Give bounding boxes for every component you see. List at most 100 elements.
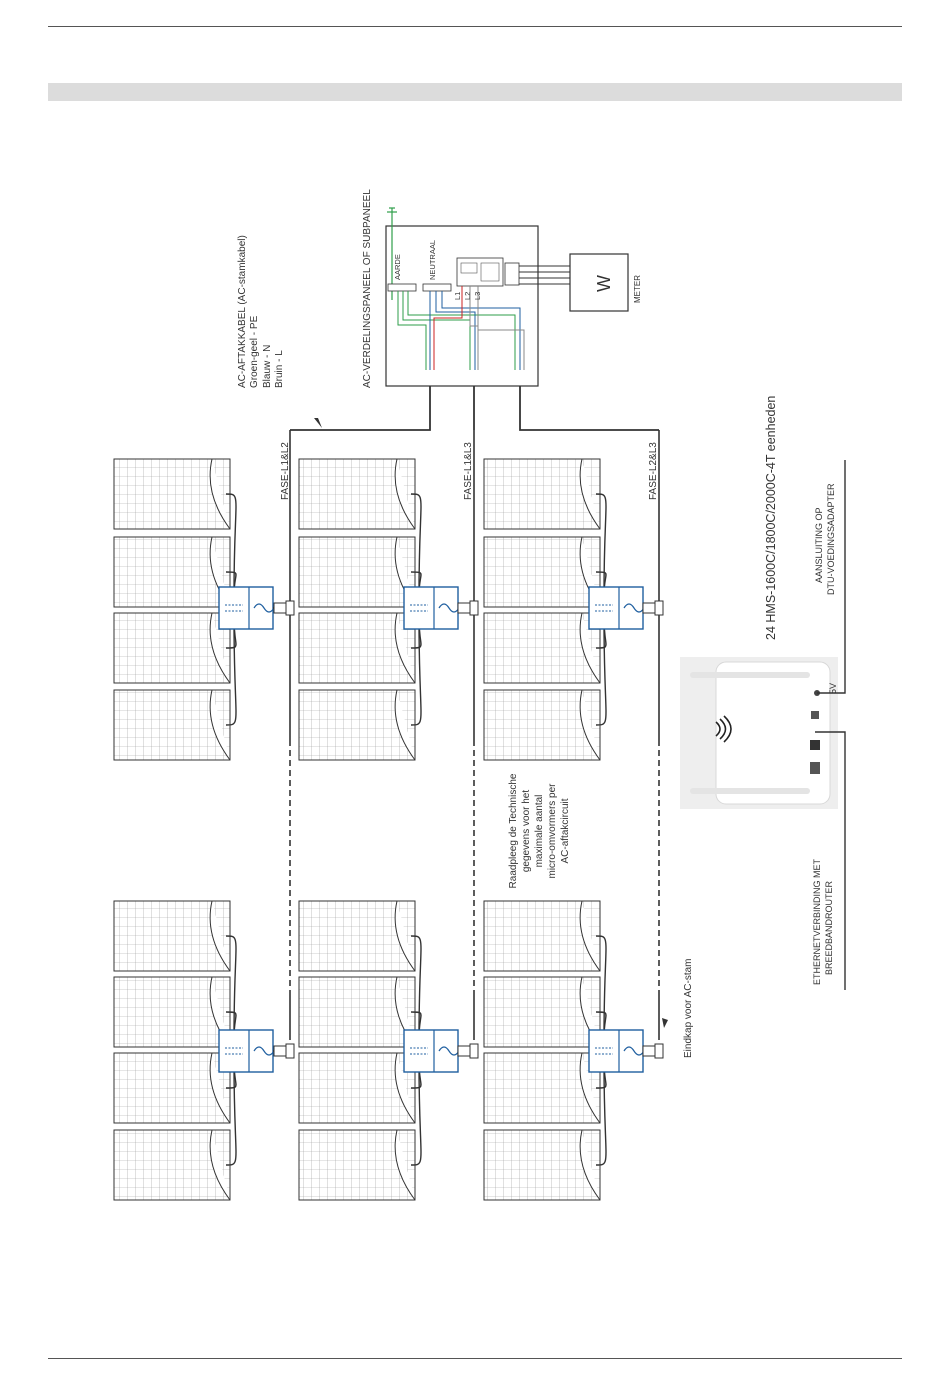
- trunk-connector: [285, 600, 295, 616]
- consult-label-3: maximale aantal: [534, 795, 545, 868]
- ac-cable-arrow: [314, 418, 322, 428]
- units-title: 24 HMS-1600C/1800C/2000C-4T eenheden: [764, 396, 778, 640]
- ac-home-run-cable: [519, 386, 659, 431]
- module-cable-loop: [394, 1129, 416, 1201]
- dtu-device: [680, 460, 846, 990]
- microinverter: [218, 1029, 274, 1073]
- dc-cable: [410, 618, 422, 726]
- end-cap-arrow: [662, 1018, 668, 1028]
- ac-connector: [642, 1045, 656, 1057]
- dc-cable: [410, 1061, 422, 1166]
- earth-label: AARDE: [393, 254, 402, 280]
- ac-connector: [457, 1045, 471, 1057]
- dc-cable: [595, 493, 607, 596]
- solar-modules: [113, 458, 601, 1201]
- dc-cable: [595, 1061, 607, 1166]
- l1-label: L1: [453, 292, 462, 300]
- l3-label: L3: [473, 292, 482, 300]
- solar-module: [113, 1129, 231, 1201]
- module-cable-loop: [394, 1052, 416, 1124]
- dc-cable: [410, 493, 422, 596]
- ac-cable-pe: Groen-geel - PE: [249, 315, 260, 388]
- neutral-bar: [422, 283, 452, 292]
- trunk-connector: [469, 1043, 479, 1059]
- ac-cable-l: Bruin - L: [274, 350, 285, 388]
- ac-distribution-panel: [385, 207, 570, 387]
- labels: AC-AFTAKKABEL (AC-stamkabel) Groen-geel …: [237, 189, 838, 1058]
- module-cable-loop: [209, 1129, 231, 1201]
- meter-symbol: W: [594, 275, 614, 292]
- ac-symbol: [438, 1046, 460, 1056]
- dc-symbol: [410, 1047, 428, 1055]
- ac-connector: [642, 602, 656, 614]
- meter-label: METER: [633, 275, 642, 303]
- ac-cable-n: Blauw - N: [262, 345, 273, 388]
- dc-symbol: [410, 604, 428, 612]
- dtu-power-label-1: AANSLUITING OP: [814, 507, 824, 583]
- neutral-label: NEUTRAAL: [428, 240, 437, 280]
- ethernet-label-2: BREEDBANDROUTER: [824, 880, 834, 975]
- panel-title: AC-VERDELINGSPANEEL OF SUBPANEEL: [362, 189, 373, 388]
- module-cable-loop: [394, 612, 416, 684]
- microinverter: [588, 586, 644, 630]
- phase-label-3: FASE-L2&L3: [648, 442, 659, 500]
- microinverter: [403, 586, 459, 630]
- module-cable-loop: [579, 689, 601, 761]
- dtu-ethernet-port: [810, 740, 820, 750]
- module-cable-loop: [209, 689, 231, 761]
- dc-cable: [225, 935, 237, 1039]
- trunk-connector: [654, 600, 664, 616]
- dc-cable: [595, 935, 607, 1039]
- l2-label: L2: [463, 292, 472, 300]
- ac-symbol: [623, 603, 645, 613]
- dc-symbol: [225, 604, 243, 612]
- ac-cable-title: AC-AFTAKKABEL (AC-stamkabel): [237, 235, 248, 388]
- dc-symbol: [595, 1047, 613, 1055]
- consult-label-1: Raadpleeg de Technische: [508, 773, 519, 888]
- ac-trunk-cables: [289, 386, 660, 1040]
- bottom-rule: [48, 1358, 902, 1359]
- ethernet-label-1: ETHERNETVERBINDING MET: [812, 858, 822, 985]
- end-cap-label: Eindkap voor AC-stam: [683, 959, 694, 1059]
- microinverter: [218, 586, 274, 630]
- ac-symbol: [253, 1046, 275, 1056]
- section-band: [48, 83, 902, 101]
- ac-connector: [273, 1045, 287, 1057]
- solar-module: [298, 458, 416, 530]
- module-cable-loop: [209, 900, 231, 972]
- module-cable-loop: [579, 612, 601, 684]
- dc-cable: [225, 1061, 237, 1166]
- voltage-label: 5V: [828, 683, 838, 694]
- microinverter: [403, 1029, 459, 1073]
- dc-cable: [595, 618, 607, 726]
- dc-cable: [225, 618, 237, 726]
- phase-label-1: FASE-L1&L2: [280, 442, 291, 500]
- consult-label-4: micro-omvormers per: [547, 783, 558, 879]
- ac-symbol: [438, 603, 460, 613]
- solar-module: [113, 612, 231, 684]
- module-cable-loop: [209, 612, 231, 684]
- dc-symbol: [225, 1047, 243, 1055]
- trunk-connector: [654, 1043, 664, 1059]
- module-cable-loop: [394, 900, 416, 972]
- dtu-usb-port: [811, 711, 819, 719]
- dc-cable: [225, 493, 237, 596]
- dc-symbol: [595, 604, 613, 612]
- microinverter: [588, 1029, 644, 1073]
- module-cable-loop: [579, 1129, 601, 1201]
- dc-cable: [410, 935, 422, 1039]
- module-cable-loop: [579, 1052, 601, 1124]
- microinverters: [218, 586, 664, 1073]
- consult-label-2: gegevens voor het: [521, 790, 532, 873]
- module-cable-loop: [394, 689, 416, 761]
- module-cable-loop: [394, 458, 416, 530]
- module-cable-loop: [209, 1052, 231, 1124]
- module-cable-loop: [579, 458, 601, 530]
- energy-meter: [569, 253, 629, 312]
- top-rule: [48, 26, 902, 27]
- trunk-connector: [469, 600, 479, 616]
- ac-symbol: [253, 603, 275, 613]
- dtu-power-label-2: DTU-VOEDINGSADAPTER: [826, 483, 836, 595]
- module-cable-loop: [209, 458, 231, 530]
